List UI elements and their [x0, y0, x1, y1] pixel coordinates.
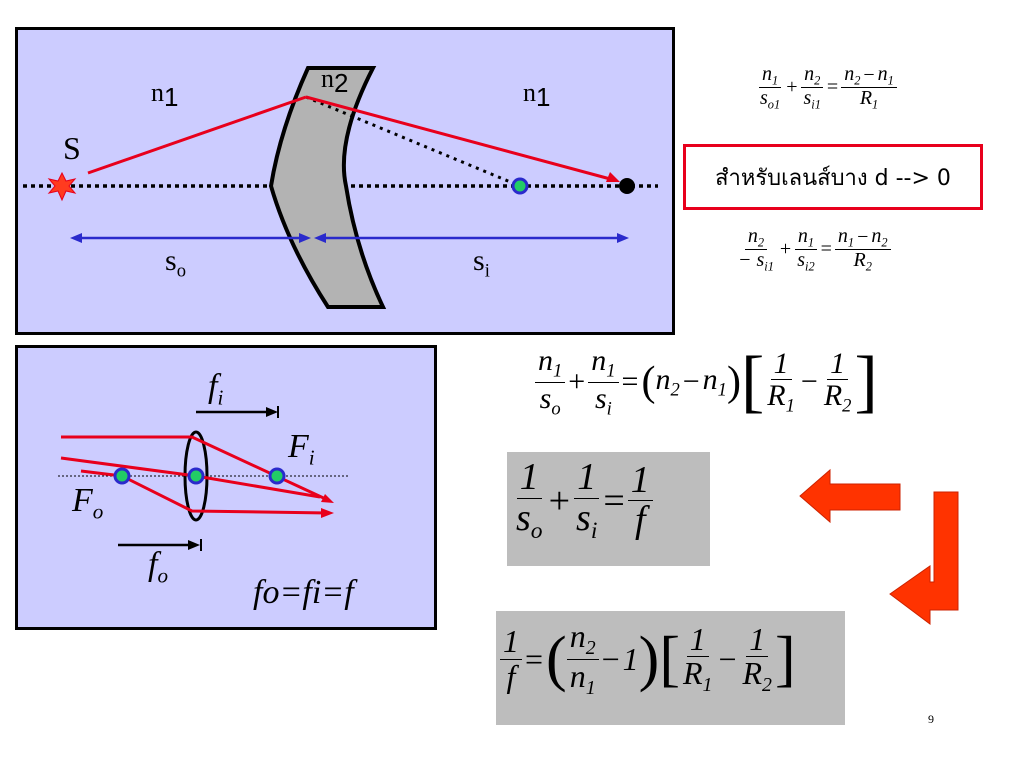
- refracted-ray: [305, 95, 615, 182]
- label-so: so: [165, 244, 186, 282]
- label-n1-left: n1: [151, 78, 179, 113]
- label-Fi: Fi: [288, 428, 315, 470]
- label-Fo: Fo: [72, 482, 104, 524]
- ray-through-focus: [80, 469, 329, 515]
- page-number: 9: [928, 712, 934, 726]
- lens-center-point: [187, 467, 205, 485]
- thin-lens-diagram-panel: fi Fi Fo fo fo=fi=f: [15, 345, 437, 630]
- left-arrow-icon: [799, 468, 901, 524]
- label-si: si: [473, 244, 490, 282]
- thick-lens: [268, 66, 387, 309]
- refraction-diagram-panel: S n1 n2 n1 so si: [15, 27, 675, 335]
- virtual-ray: [305, 95, 521, 188]
- ray-arrowhead: [606, 172, 620, 182]
- label-n1-right: n1: [523, 78, 551, 113]
- thin-lens-diagram: [58, 406, 350, 551]
- label-fo: fo: [148, 546, 168, 588]
- focal-point-image: [268, 467, 286, 485]
- refraction-diagram: [23, 66, 658, 309]
- label-source: S: [63, 130, 81, 166]
- source-star-icon: [47, 171, 77, 202]
- final-image-dot: [619, 178, 635, 194]
- label-n2: n2: [321, 64, 349, 99]
- focal-relation: fo=fi=f: [253, 574, 354, 611]
- lensmaker-equation-box: [496, 611, 845, 725]
- bent-arrow-icon: [889, 491, 959, 625]
- intermediate-image-dot: [511, 177, 529, 195]
- label-fi: fi: [208, 368, 224, 410]
- incident-ray: [87, 95, 307, 175]
- thin-lens-note: สำหรับเลนส์บาง d --> 0: [683, 144, 983, 210]
- lens-equation-box: [507, 452, 710, 566]
- focal-point-object: [113, 467, 131, 485]
